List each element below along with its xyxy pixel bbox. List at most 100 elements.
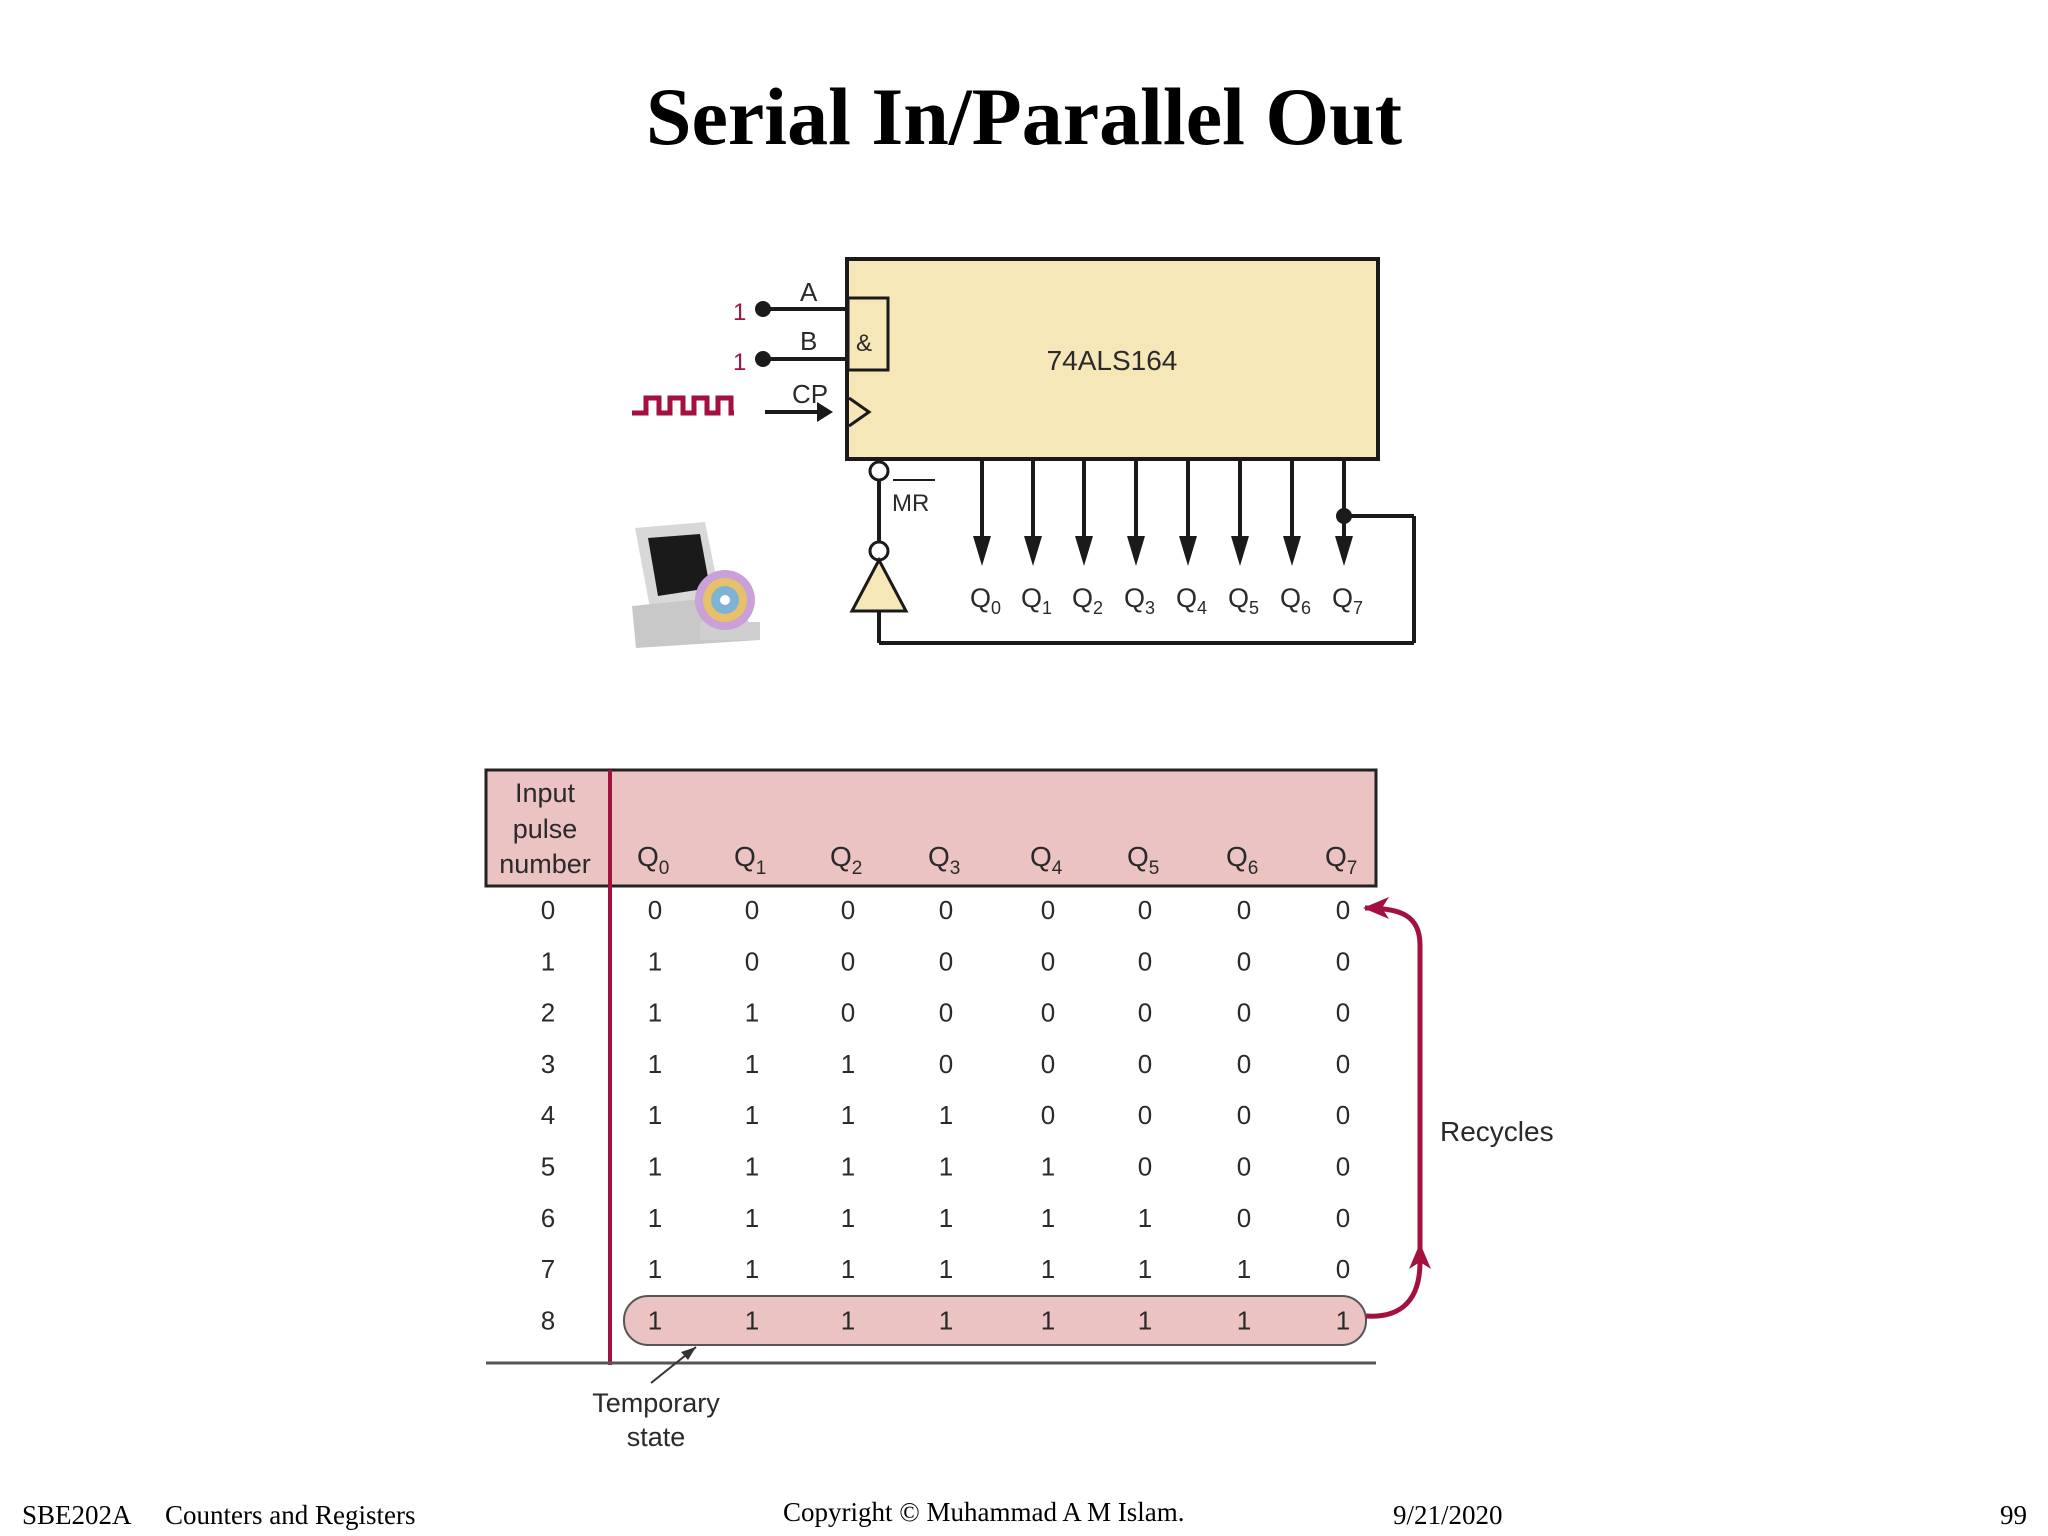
and-symbol: & — [856, 330, 872, 357]
column-header-subscript: 4 — [1052, 858, 1063, 879]
q-value-cell: 1 — [939, 1254, 953, 1284]
computer-cd-icon — [632, 522, 760, 648]
chip-label: 74ALS164 — [1047, 345, 1178, 376]
clock-label: CP — [792, 379, 828, 409]
q-value-cell: 1 — [1041, 1254, 1055, 1284]
pulse-number-cell: 1 — [541, 946, 555, 976]
q-value-cell: 0 — [841, 998, 855, 1028]
output-letter: Q — [1021, 583, 1042, 613]
mr-bubble — [868, 460, 890, 482]
column-header-letter: Q — [637, 841, 659, 872]
q-value-cell: 0 — [1336, 1049, 1350, 1079]
q-value-cell: 0 — [1138, 998, 1152, 1028]
q-value-cell: 1 — [745, 1049, 759, 1079]
q-value-cell: 1 — [1237, 1305, 1251, 1335]
output-label-q6: Q6 — [1280, 583, 1311, 618]
q-value-cell: 0 — [1237, 895, 1251, 925]
output-letter: Q — [1332, 583, 1353, 613]
q-value-cell: 0 — [745, 946, 759, 976]
q-value-cell: 1 — [939, 1152, 953, 1182]
output-subscript: 4 — [1197, 598, 1207, 618]
output-label-q1: Q1 — [1021, 583, 1052, 618]
footer-page-number: 99 — [2000, 1500, 2027, 1530]
table-header-band — [484, 768, 1378, 888]
q-value-cell: 1 — [745, 1203, 759, 1233]
input-b-value: 1 — [733, 349, 746, 376]
input-b-dot — [755, 351, 771, 367]
output-arrows — [973, 460, 1353, 566]
input-a-dot — [755, 301, 771, 317]
output-subscript: 6 — [1301, 598, 1311, 618]
q-value-cell: 1 — [939, 1100, 953, 1130]
column-header-letter: Q — [1226, 841, 1248, 872]
output-letter: Q — [1280, 583, 1301, 613]
column-header-letter: Q — [1030, 841, 1052, 872]
pulse-number-cell: 2 — [541, 998, 555, 1028]
q-value-cell: 0 — [1041, 998, 1055, 1028]
reset-label: MR — [892, 490, 929, 517]
q-value-cell: 1 — [745, 1254, 759, 1284]
q-value-cell: 1 — [648, 1100, 662, 1130]
column-header-q3: Q3 — [928, 841, 960, 879]
output-label-q3: Q3 — [1124, 583, 1155, 618]
output-letter: Q — [1228, 583, 1249, 613]
input-a-value: 1 — [733, 299, 746, 326]
column-header-subscript: 7 — [1347, 858, 1358, 879]
q-value-cell: 0 — [745, 895, 759, 925]
column-header-letter: Q — [734, 841, 756, 872]
pulse-number-cell: 5 — [541, 1152, 555, 1182]
column-header-subscript: 6 — [1248, 858, 1259, 879]
output-arrowhead-q6 — [1283, 536, 1301, 566]
output-label-q0: Q0 — [970, 583, 1001, 618]
header-number-line: number — [499, 849, 591, 879]
q-value-cell: 1 — [648, 1203, 662, 1233]
header-input-line: Input — [515, 778, 576, 808]
output-arrowhead-q4 — [1179, 536, 1197, 566]
q-value-cell: 1 — [841, 1254, 855, 1284]
q-value-cell: 0 — [1336, 946, 1350, 976]
shift-register-circuit — [632, 257, 1416, 648]
pulse-number-cell: 3 — [541, 1049, 555, 1079]
q-value-cell: 0 — [1237, 1152, 1251, 1182]
q-value-cell: 0 — [1138, 895, 1152, 925]
q-value-cell: 1 — [648, 946, 662, 976]
output-letter: Q — [970, 583, 991, 613]
q-value-cell: 1 — [939, 1203, 953, 1233]
column-header-subscript: 0 — [659, 858, 670, 879]
pulse-number-cell: 0 — [541, 895, 555, 925]
q-value-cell: 0 — [1336, 1203, 1350, 1233]
input-a-label: A — [800, 277, 818, 307]
output-subscript: 1 — [1042, 598, 1052, 618]
output-arrowhead-q0 — [973, 536, 991, 566]
output-label-q2: Q2 — [1072, 583, 1103, 618]
q-value-cell: 0 — [1138, 946, 1152, 976]
output-arrowhead-q3 — [1127, 536, 1145, 566]
chip-body — [845, 257, 1380, 461]
output-subscript: 0 — [991, 598, 1001, 618]
clock-input-triangle — [848, 396, 872, 428]
q-value-cell: 0 — [1138, 1152, 1152, 1182]
q-value-cell: 0 — [1041, 1049, 1055, 1079]
column-header-letter: Q — [1325, 841, 1347, 872]
q-value-cell: 1 — [1237, 1254, 1251, 1284]
column-header-subscript: 3 — [950, 858, 961, 879]
and-gate-box — [846, 296, 890, 372]
header-pulse-line: pulse — [513, 814, 578, 844]
footer-course: SBE202A — [22, 1500, 132, 1530]
q-value-cell: 0 — [1336, 895, 1350, 925]
output-arrowhead-q5 — [1231, 536, 1249, 566]
q-value-cell: 0 — [1041, 895, 1055, 925]
temporary-label: Temporary — [592, 1388, 720, 1418]
q-value-cell: 1 — [939, 1305, 953, 1335]
q-value-cell: 0 — [1138, 1049, 1152, 1079]
q-value-cell: 1 — [841, 1049, 855, 1079]
q-value-cell: 0 — [841, 895, 855, 925]
output-letter: Q — [1176, 583, 1197, 613]
